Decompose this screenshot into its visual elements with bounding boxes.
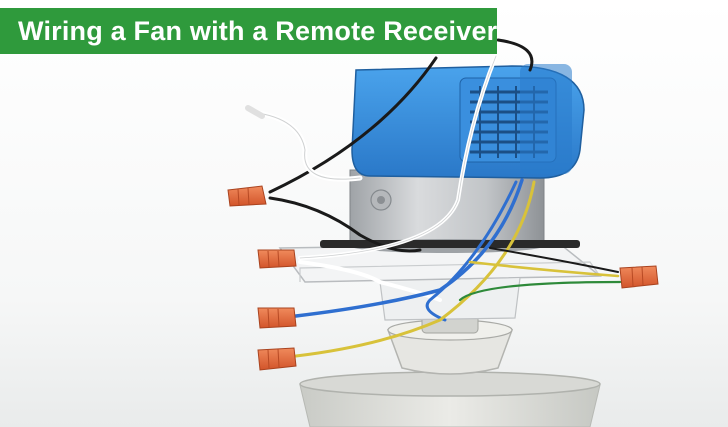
wire-nut — [257, 249, 297, 269]
title-banner: Wiring a Fan with a Remote Receiver — [0, 8, 497, 54]
wire-nuts — [227, 185, 659, 371]
wire-nut — [227, 185, 267, 207]
fan-canopy-bowl — [299, 371, 601, 427]
remote-receiver — [351, 64, 585, 179]
wires — [245, 38, 622, 358]
wire-nut — [257, 347, 297, 371]
wire-nut — [257, 307, 297, 329]
page-title: Wiring a Fan with a Remote Receiver — [18, 15, 498, 46]
wire-nut — [619, 265, 659, 289]
